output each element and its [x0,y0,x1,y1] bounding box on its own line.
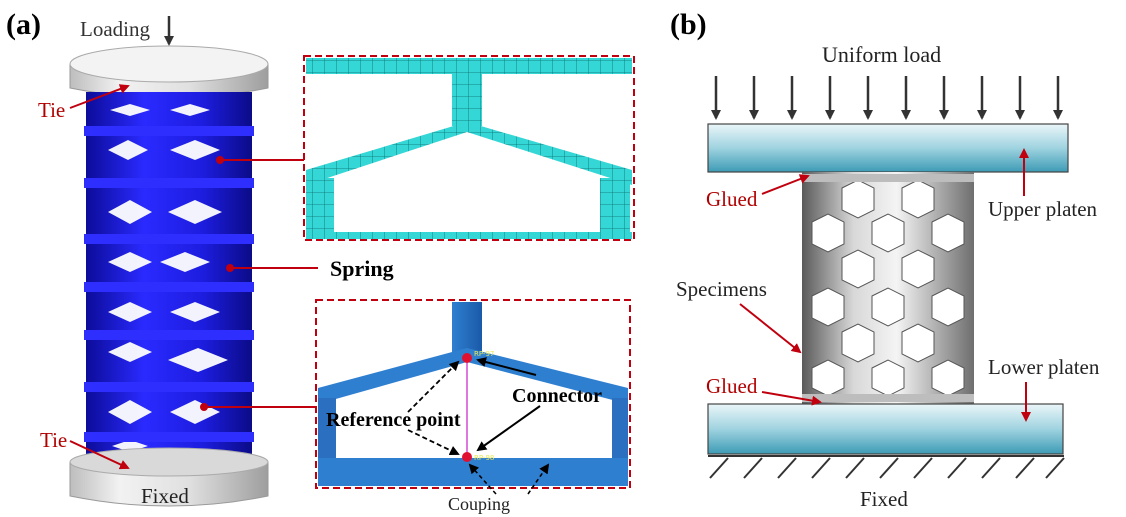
lower-platen-label: Lower platen [988,355,1100,379]
glued-arrow-bottom [761,391,822,406]
lattice-rings [84,126,254,442]
specimens-label: Specimens [676,277,767,301]
couping-label: Couping [448,494,510,514]
callout-dot-bottom [200,403,208,411]
specimens-arrow [739,303,802,354]
glued-arrow-top [761,174,810,195]
lower-platen [707,403,1064,455]
glued-label-bottom: Glued [706,374,758,398]
reference-arrow-top [407,360,460,413]
fixed-label-b: Fixed [860,487,908,511]
connector-arrow-top [476,357,537,376]
couping-arrow-right [527,463,550,495]
tie-label-bottom: Tie [40,428,67,452]
specimen-hex-cells [811,179,965,397]
reference-point-top [462,353,472,363]
rp-tag-top: RP-97 [474,350,494,358]
top-cap [69,45,269,99]
reference-point-bottom [462,452,472,462]
connector-inset: RP-97 RP-98 Connector Reference point [315,299,631,489]
specimen-bands [802,174,974,402]
ground-hatch [709,457,1065,479]
panel-a-label: (a) [6,8,41,41]
tie-arrow-top [69,84,130,109]
lattice-cylinder [84,92,254,464]
loading-label: Loading [80,17,150,41]
uniform-load-arrows [711,76,1063,120]
callout-dot-top [216,156,224,164]
upper-platen [707,123,1069,173]
rp-tag-bottom: RP-98 [474,454,494,462]
tie-arrow-bottom [69,440,130,470]
fixed-label-a: Fixed [141,484,189,508]
lattice-holes [108,104,228,452]
ground-fixture [708,455,1065,479]
specimen [802,172,974,404]
connector-arrow-bottom [476,405,541,452]
panel-b: (b) Uniform load [670,8,1100,511]
upper-platen-label: Upper platen [988,197,1098,221]
mesh-inset [303,55,635,241]
reference-arrow-bottom [407,429,460,456]
panel-a: (a) Loading [6,8,635,514]
tie-label-top: Tie [38,98,65,122]
spring-dot [226,264,234,272]
spring-label: Spring [330,256,394,281]
reference-point-label: Reference point [326,409,461,431]
glued-label-top: Glued [706,187,758,211]
panel-b-label: (b) [670,8,707,41]
connector-label: Connector [512,385,602,407]
uniform-load-label: Uniform load [822,42,941,67]
